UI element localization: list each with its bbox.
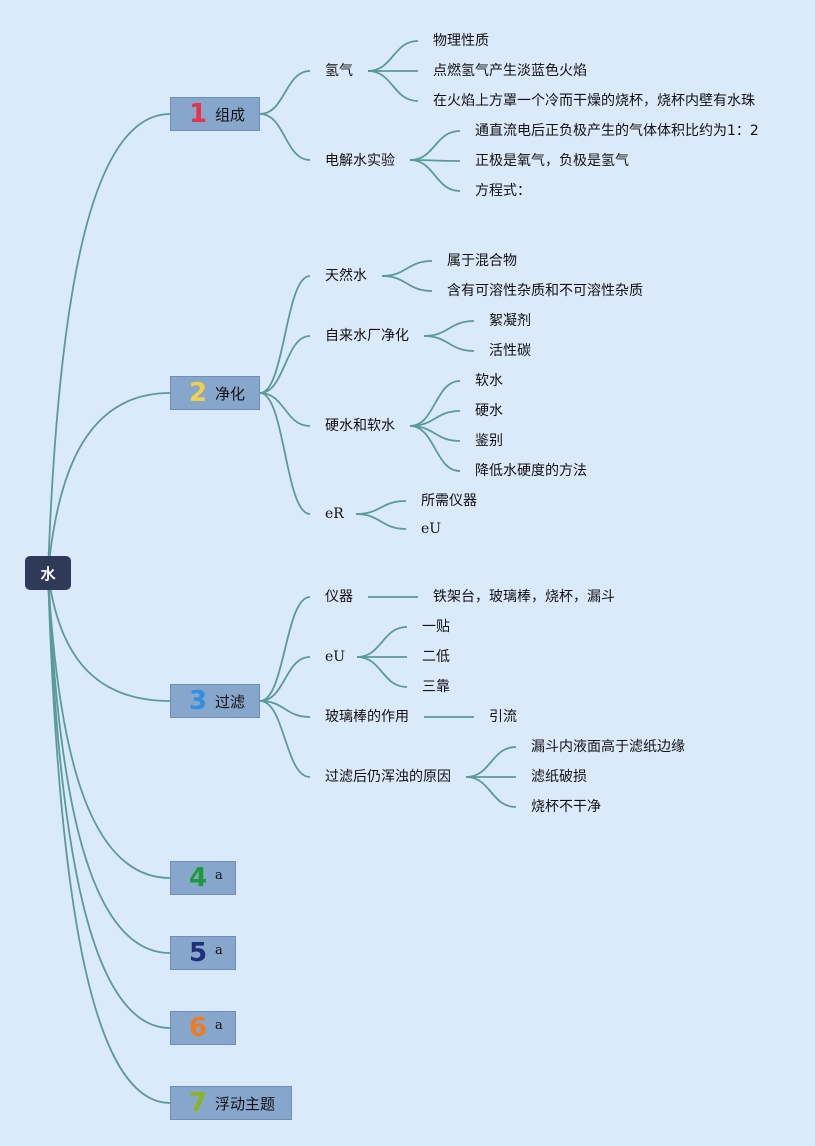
connector-line <box>259 656 311 702</box>
leaf-node[interactable]: 点燃氢气产生淡蓝色火焰 <box>433 63 587 79</box>
topic-label: a <box>215 1018 223 1033</box>
topic-label: 净化 <box>215 384 246 403</box>
connector-line <box>47 572 171 702</box>
leaf-node[interactable]: 通直流电后正负极产生的气体体积比约为1：2 <box>475 123 759 139</box>
leaf-node[interactable]: 滤纸破损 <box>531 769 587 785</box>
topic-7[interactable]: 7 浮动主题 <box>170 1086 292 1120</box>
leaf-node[interactable]: 絮凝剂 <box>489 313 531 329</box>
connector-line <box>465 776 517 808</box>
leaf-node[interactable]: 软水 <box>475 373 503 389</box>
leaf-node[interactable]: 属于混合物 <box>447 253 517 269</box>
connector-line <box>259 392 311 427</box>
connector-line <box>47 572 171 1104</box>
connector-line <box>259 275 311 394</box>
leaf-node[interactable]: 降低水硬度的方法 <box>475 463 587 479</box>
leaf-node[interactable]: 活性碳 <box>489 343 531 359</box>
connector-line <box>355 513 407 530</box>
topic-label: 浮动主题 <box>215 1094 276 1113</box>
number-5-icon: 5 <box>188 938 208 968</box>
leaf-node[interactable]: 物理性质 <box>433 33 489 49</box>
subtopic-eu[interactable]: eU <box>325 649 346 665</box>
subtopic-glass-rod[interactable]: 玻璃棒的作用 <box>325 709 409 725</box>
leaf-node[interactable]: 正极是氧气，负极是氢气 <box>475 153 629 169</box>
connector-line <box>259 113 311 161</box>
connector-line <box>47 572 171 879</box>
connector-line <box>423 335 475 352</box>
subtopic-waterworks[interactable]: 自来水厂净化 <box>325 328 409 344</box>
subtopic-er[interactable]: eR <box>325 506 344 522</box>
connector-line <box>259 392 311 515</box>
connector-line <box>355 500 407 515</box>
leaf-node[interactable]: 方程式： <box>475 183 531 199</box>
topic-label: a <box>215 943 223 958</box>
connector-line <box>356 656 408 688</box>
connector-line <box>259 700 311 778</box>
subtopic-natural-water[interactable]: 天然水 <box>325 268 367 284</box>
topic-label: a <box>215 868 223 883</box>
connector-line <box>47 392 171 574</box>
subtopic-turbid-reasons[interactable]: 过滤后仍浑浊的原因 <box>325 769 451 785</box>
connector-line <box>465 746 517 778</box>
connector-line <box>409 159 461 192</box>
leaf-node[interactable]: 引流 <box>489 709 517 725</box>
leaf-node[interactable]: 铁架台，玻璃棒，烧杯，漏斗 <box>433 589 615 605</box>
connector-line <box>409 425 461 472</box>
leaf-node[interactable]: 漏斗内液面高于滤纸边缘 <box>531 739 685 755</box>
number-3-icon: 3 <box>188 686 208 716</box>
leaf-node[interactable]: 一贴 <box>422 619 450 635</box>
number-7-icon: 7 <box>188 1088 208 1118</box>
connector-line <box>356 626 408 658</box>
connector-line <box>259 70 311 115</box>
topic-5[interactable]: 5 a <box>170 936 236 970</box>
connector-line <box>381 275 433 292</box>
topic-4[interactable]: 4 a <box>170 861 236 895</box>
connector-line <box>259 596 311 702</box>
subtopic-electrolysis[interactable]: 电解水实验 <box>325 153 395 169</box>
connector-line <box>409 130 461 161</box>
number-1-icon: 1 <box>188 99 208 129</box>
connector-line <box>423 320 475 337</box>
leaf-node[interactable]: 鉴别 <box>475 433 503 449</box>
leaf-node[interactable]: eU <box>421 521 442 537</box>
topic-3[interactable]: 3 过滤 <box>170 684 260 718</box>
connector-line <box>367 70 419 102</box>
topic-2[interactable]: 2 净化 <box>170 376 260 410</box>
topic-6[interactable]: 6 a <box>170 1011 236 1045</box>
leaf-node[interactable]: 含有可溶性杂质和不可溶性杂质 <box>447 283 643 299</box>
root-node[interactable]: 水 <box>25 556 71 590</box>
connector-line <box>47 572 171 954</box>
leaf-node[interactable]: 在火焰上方罩一个冷而干燥的烧杯，烧杯内壁有水珠 <box>433 93 755 109</box>
number-2-icon: 2 <box>188 378 208 408</box>
connector-line <box>381 260 433 277</box>
subtopic-hard-soft-water[interactable]: 硬水和软水 <box>325 418 395 434</box>
leaf-node[interactable]: 三靠 <box>422 679 450 695</box>
connector-line <box>47 113 171 574</box>
subtopic-hydrogen[interactable]: 氢气 <box>325 63 353 79</box>
topic-label: 过滤 <box>215 692 246 711</box>
connector-line <box>259 700 311 718</box>
leaf-node[interactable]: 二低 <box>422 649 450 665</box>
leaf-node[interactable]: 烧杯不干净 <box>531 799 601 815</box>
leaf-node[interactable]: 所需仪器 <box>421 493 477 509</box>
connector-line <box>367 40 419 72</box>
topic-1[interactable]: 1 组成 <box>170 97 260 131</box>
number-6-icon: 6 <box>188 1013 208 1043</box>
leaf-node[interactable]: 硬水 <box>475 403 503 419</box>
topic-label: 组成 <box>215 105 246 124</box>
subtopic-instruments[interactable]: 仪器 <box>325 589 353 605</box>
number-4-icon: 4 <box>188 863 208 893</box>
connector-line <box>47 572 171 1029</box>
connector-line <box>259 335 311 394</box>
